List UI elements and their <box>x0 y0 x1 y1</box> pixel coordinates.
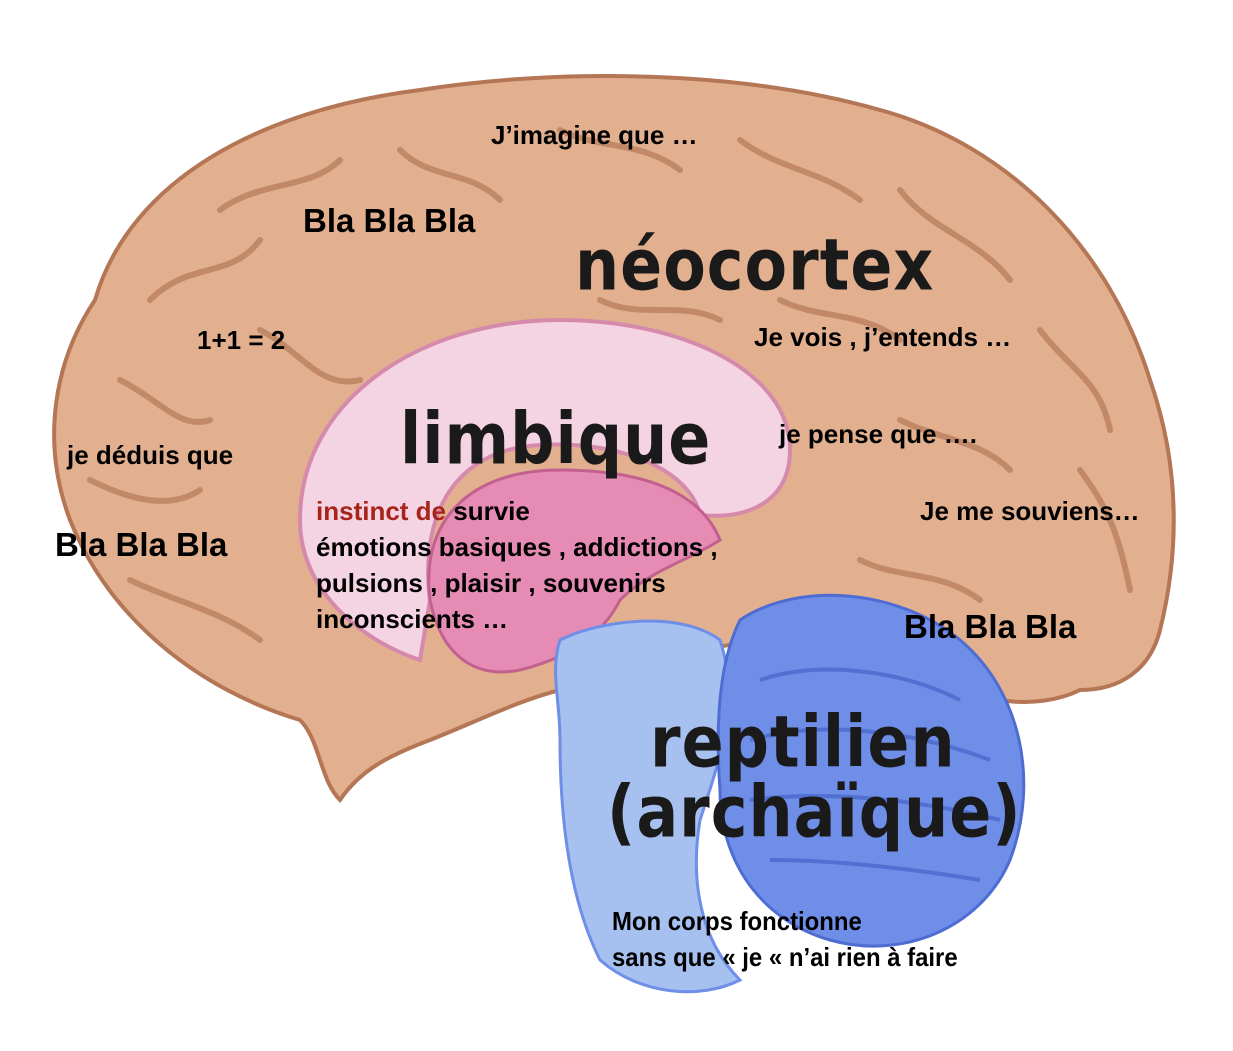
bla-bla-top: Bla Bla Bla <box>303 202 476 239</box>
limbic-label: limbique <box>400 397 712 481</box>
instinct-highlight: instinct de <box>316 496 447 526</box>
brainstem-shape <box>554 619 743 994</box>
cerebellum-folds <box>749 667 1001 882</box>
limbic-line-3: pulsions , plaisir , souvenirs <box>316 568 666 598</box>
neocortex-label: néocortex <box>575 223 935 307</box>
cortex-folds <box>87 127 1133 643</box>
deduce-text: je déduis que <box>67 440 234 470</box>
limbic-description: instinct de survie émotions basiques , a… <box>316 493 718 637</box>
see-hear-text: Je vois , j’entends … <box>754 322 1012 352</box>
limbic-line-1: instinct de survie <box>316 493 718 529</box>
limbic-core <box>427 468 722 674</box>
survival-word: survie <box>446 496 530 526</box>
remember-text: Je me souviens… <box>920 496 1140 526</box>
bla-bla-left: Bla Bla Bla <box>55 526 228 563</box>
reptilian-line-1: Mon corps fonctionne <box>612 906 862 936</box>
reptilian-line-2: sans que « je « n’ai rien à faire <box>612 942 958 972</box>
reptilian-label: reptilien <box>650 700 956 784</box>
bla-bla-right: Bla Bla Bla <box>904 608 1077 645</box>
math-text: 1+1 = 2 <box>197 325 286 355</box>
limbic-line-2: émotions basiques , addictions , <box>316 532 718 562</box>
reptilian-sublabel: (archaïque) <box>607 770 1022 854</box>
imagine-text: J’imagine que … <box>491 120 698 150</box>
think-text: je pense que …. <box>779 419 977 449</box>
reptilian-description: Mon corps fonctionne sans que « je « n’a… <box>612 903 958 975</box>
limbic-line-4: inconscients … <box>316 604 509 634</box>
